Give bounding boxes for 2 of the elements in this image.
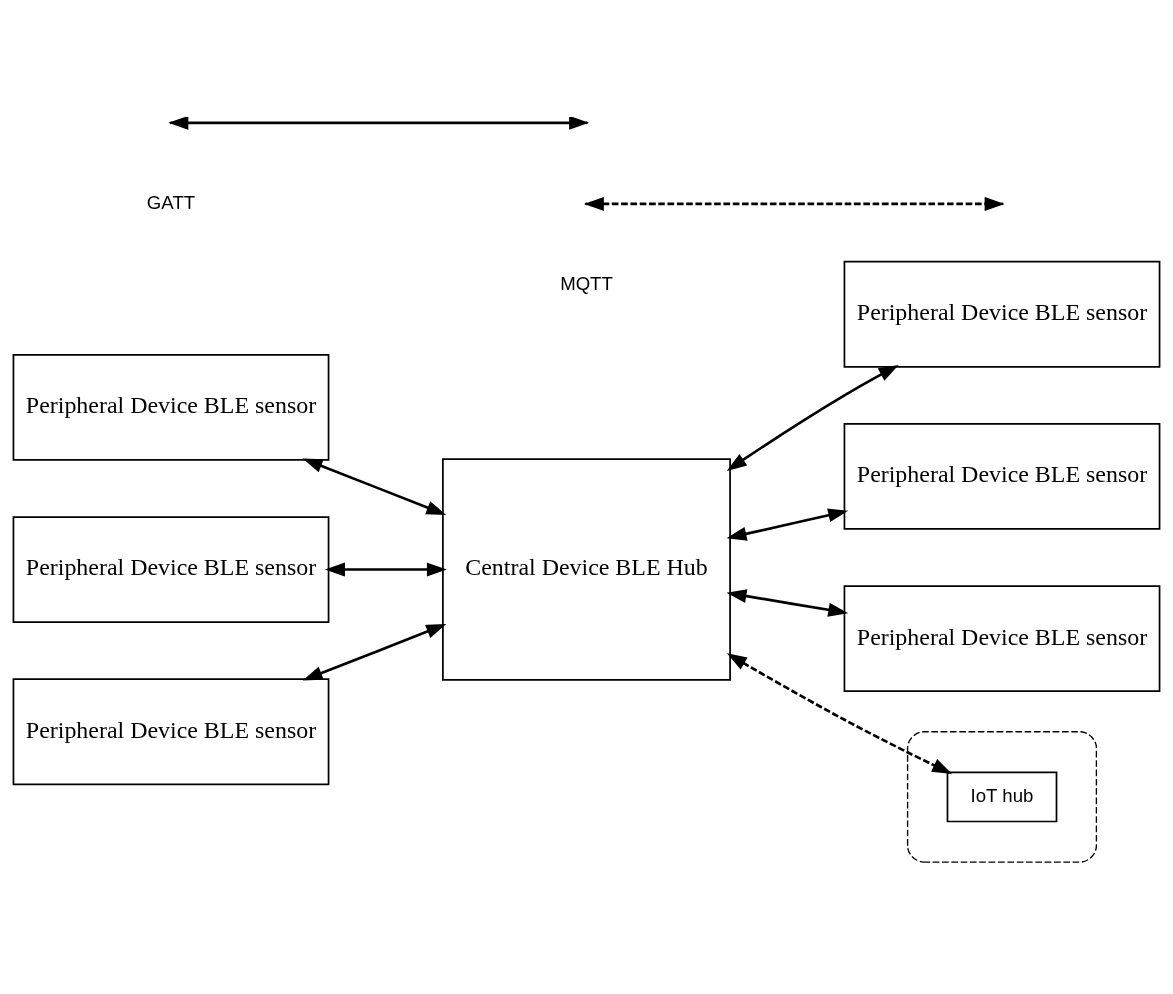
- legend-label: MQTT: [560, 272, 613, 294]
- legend-label: GATT: [146, 191, 196, 213]
